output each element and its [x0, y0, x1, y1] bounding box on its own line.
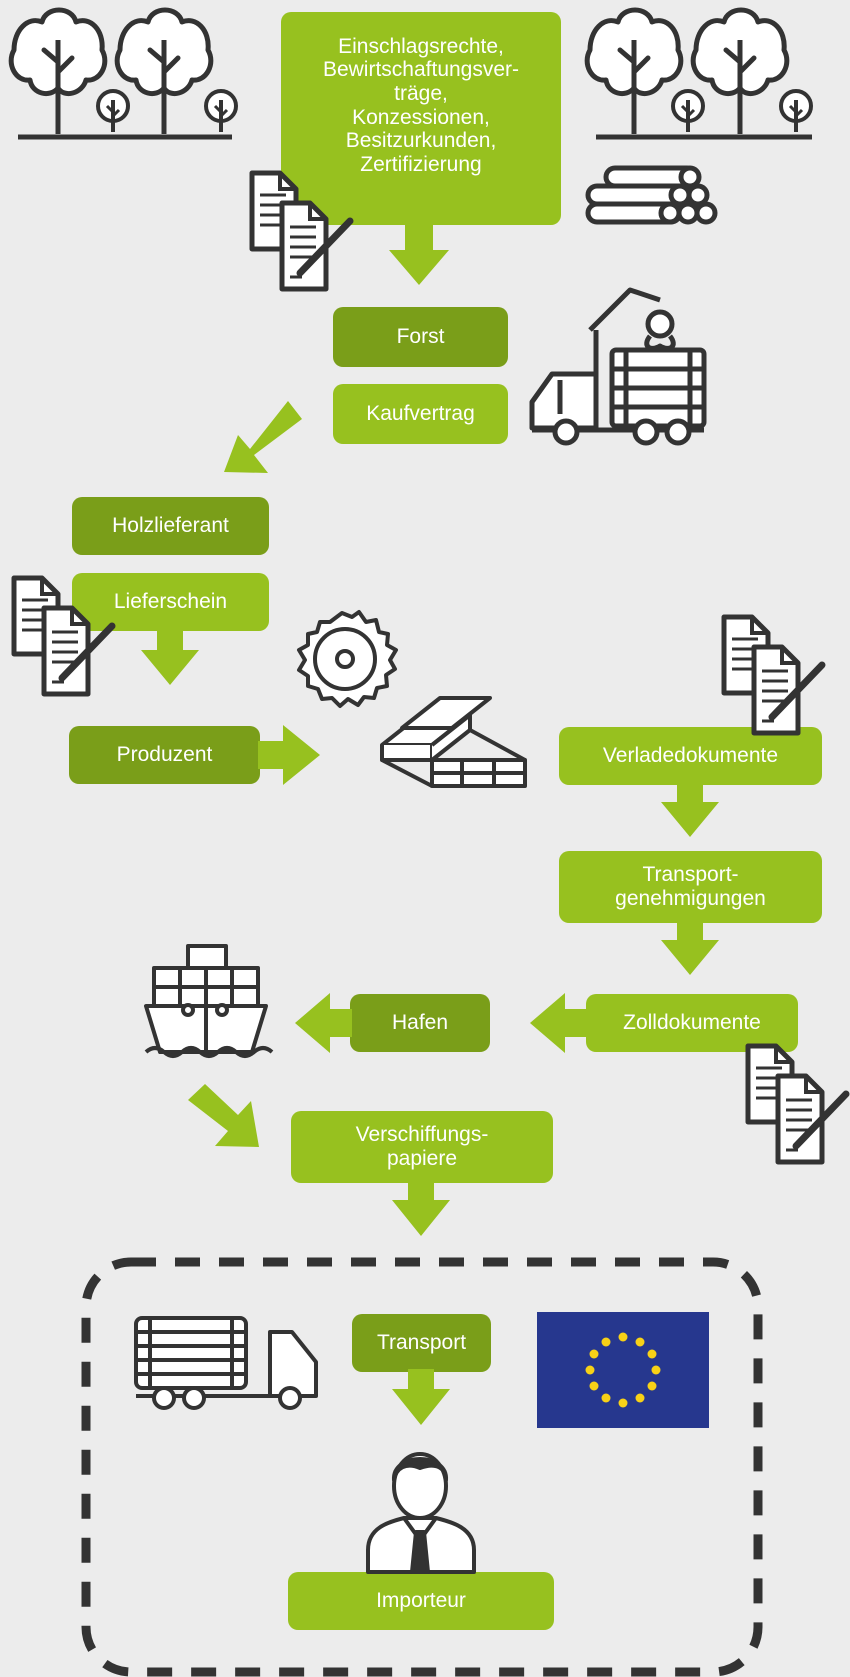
arrow-diagonal-down-left: [224, 401, 302, 473]
forest-label: Forst: [396, 325, 445, 349]
cargo-ship-icon: [144, 944, 274, 1058]
customs-docs-label: Zolldokumente: [623, 1011, 761, 1035]
arrow-right-producer: [258, 725, 320, 785]
document-pen-icon-3: [724, 617, 822, 733]
lumber-stack-icon: [380, 696, 527, 788]
eu-border-frame: [81, 1257, 763, 1677]
saw-blade-icon: [297, 610, 398, 708]
transport-label: Transport: [376, 1331, 467, 1355]
arrow-down-2: [141, 628, 199, 685]
importer-person-icon: [366, 1452, 476, 1574]
arrow-down-6: [392, 1369, 450, 1425]
document-pen-icon-1: [252, 173, 350, 289]
document-pen-icon-4: [748, 1046, 846, 1162]
transport-permits-label: Transport- genehmigungen: [615, 863, 766, 910]
arrow-down-4: [661, 921, 719, 975]
port-box: Hafen: [350, 994, 490, 1052]
customs-docs-box: Zolldokumente: [586, 994, 798, 1052]
arrow-left-port: [295, 993, 352, 1053]
log-pile-icon: [585, 165, 718, 225]
supplier-label: Holzlieferant: [112, 514, 229, 538]
importer-label: Importeur: [376, 1589, 466, 1613]
trees-icon-right: [587, 10, 813, 140]
arrow-down-1: [389, 220, 449, 285]
forest-box: Forst: [333, 307, 508, 367]
producer-box: Produzent: [69, 726, 260, 784]
trees-icon-left: [11, 10, 238, 140]
shipping-papers-box: Verschiffungs- papiere: [291, 1111, 553, 1183]
supplier-box: Holzlieferant: [72, 497, 269, 555]
purchase-contract-box: Kaufvertrag: [333, 384, 508, 444]
purchase-contract-label: Kaufvertrag: [366, 402, 475, 426]
arrow-diagonal-down-right: [188, 1084, 259, 1147]
arrow-down-5: [392, 1180, 450, 1236]
arrow-down-3: [661, 783, 719, 837]
arrow-left-customs: [530, 993, 590, 1053]
transport-box: Transport: [352, 1314, 491, 1372]
delivery-note-box: Lieferschein: [72, 573, 269, 631]
producer-label: Produzent: [116, 743, 213, 767]
shipping-papers-label: Verschiffungs- papiere: [355, 1123, 489, 1170]
loading-docs-label: Verladedokumente: [602, 744, 779, 768]
importer-box: Importeur: [288, 1572, 554, 1630]
rights-box: Einschlagsrechte, Bewirtschaftungsver- t…: [281, 12, 561, 225]
loading-docs-box: Verladedokumente: [559, 727, 822, 785]
logging-truck-icon: [134, 1316, 318, 1410]
rights-label: Einschlagsrechte, Bewirtschaftungsver- t…: [322, 34, 520, 176]
delivery-note-label: Lieferschein: [113, 590, 228, 614]
forestry-crane-truck-icon: [529, 287, 707, 446]
eu-flag-icon: [537, 1312, 709, 1428]
port-label: Hafen: [391, 1011, 449, 1035]
transport-permits-box: Transport- genehmigungen: [559, 851, 822, 923]
document-pen-icon-2: [14, 578, 112, 694]
